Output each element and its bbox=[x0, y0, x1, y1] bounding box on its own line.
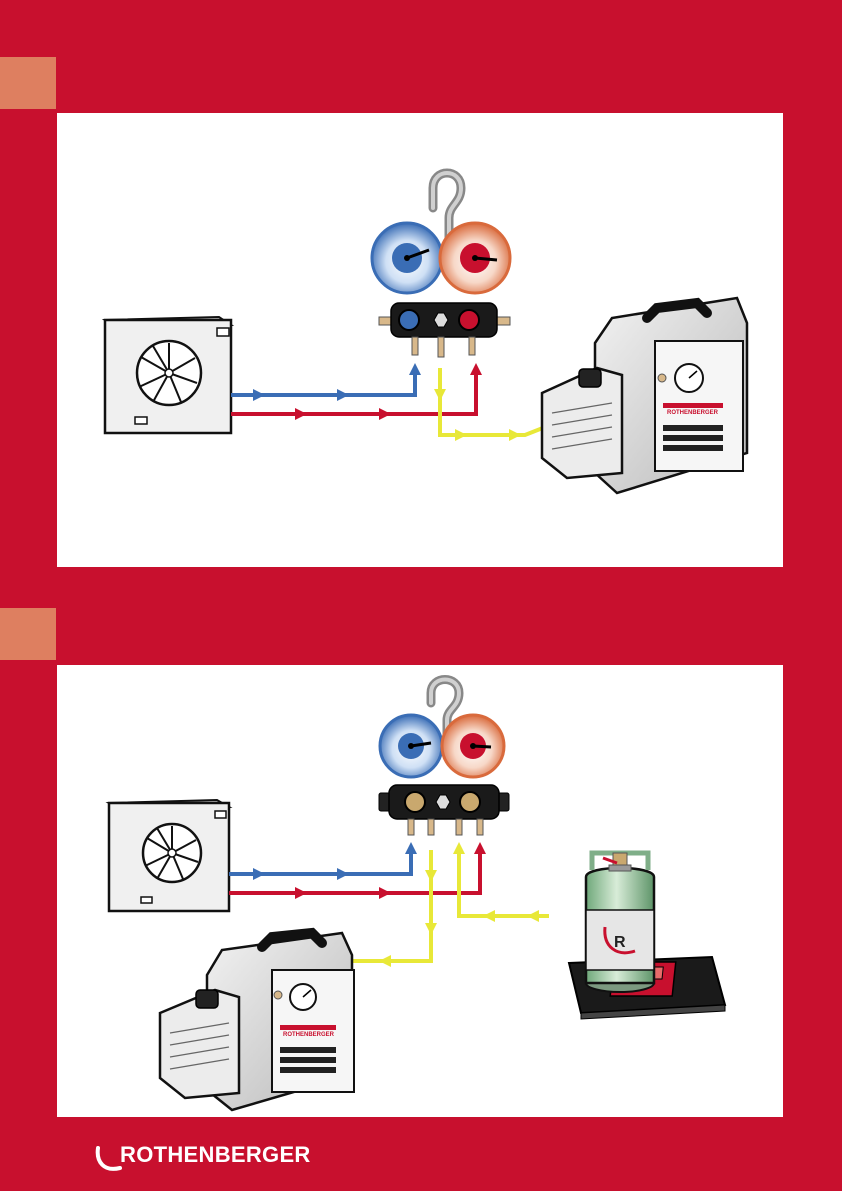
high-pressure-arrow-up bbox=[470, 363, 482, 375]
refrigerant-cylinder: R bbox=[586, 853, 654, 992]
flow-arrow bbox=[453, 842, 465, 854]
flow-arrow bbox=[425, 870, 437, 882]
manifold-gauge bbox=[379, 680, 509, 836]
outdoor-unit bbox=[105, 317, 231, 433]
outdoor-unit bbox=[109, 800, 229, 911]
high-pressure-line bbox=[229, 850, 480, 893]
flow-arrow bbox=[253, 389, 265, 401]
flow-arrow bbox=[379, 408, 391, 420]
figure-evacuation-panel: ROTHENBERGER bbox=[57, 113, 783, 567]
flow-arrow bbox=[337, 389, 349, 401]
brand-logo: ROTHENBERGER bbox=[92, 1138, 322, 1178]
pump-brand-label: ROTHENBERGER bbox=[283, 1032, 335, 1038]
cylinder-brand-letter: R bbox=[614, 934, 626, 951]
flow-arrow bbox=[295, 408, 307, 420]
flow-arrow bbox=[425, 923, 437, 935]
low-pressure-line bbox=[231, 371, 415, 395]
vacuum-pump: ROTHENBERGER bbox=[160, 933, 354, 1110]
figure-charging-panel: ROTHENBERGER R bbox=[57, 665, 783, 1117]
brand-swoosh-icon bbox=[92, 1138, 122, 1178]
flow-arrow bbox=[379, 887, 391, 899]
vacuum-pump: ROTHENBERGER bbox=[542, 298, 747, 493]
section-tab-2 bbox=[0, 608, 56, 660]
low-pressure-arrow-up bbox=[405, 842, 417, 854]
section-tab-1 bbox=[0, 57, 56, 109]
low-pressure-arrow-up bbox=[409, 363, 421, 375]
pump-brand-label: ROTHENBERGER bbox=[667, 410, 719, 416]
flow-arrow bbox=[509, 429, 521, 441]
flow-arrow bbox=[527, 910, 539, 922]
flow-arrow bbox=[337, 868, 349, 880]
high-pressure-arrow-up bbox=[474, 842, 486, 854]
manifold-gauge bbox=[372, 173, 510, 357]
brand-name: ROTHENBERGER bbox=[120, 1142, 311, 1168]
flow-arrow bbox=[455, 429, 467, 441]
service-line-from-cylinder bbox=[459, 850, 549, 916]
flow-arrow bbox=[434, 389, 446, 401]
flow-arrow bbox=[483, 910, 495, 922]
charging-diagram: ROTHENBERGER R bbox=[57, 665, 783, 1117]
flow-arrow bbox=[253, 868, 265, 880]
flow-arrow bbox=[295, 887, 307, 899]
evacuation-diagram: ROTHENBERGER bbox=[57, 113, 783, 567]
flow-arrow bbox=[379, 955, 391, 967]
